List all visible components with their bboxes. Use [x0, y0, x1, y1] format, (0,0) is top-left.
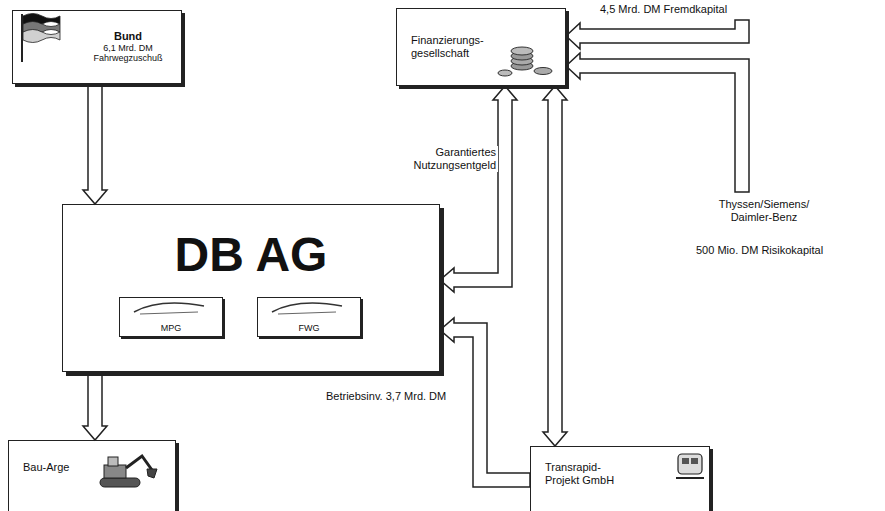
box-note: 6,1 Mrd. DM Fahrwegzuschuß	[83, 43, 173, 64]
train-window	[682, 458, 689, 464]
excavator-track	[100, 478, 140, 487]
sub-box: FWG	[257, 297, 361, 337]
process-box: DB AG MPG FWG	[62, 204, 440, 372]
box-title: Bau-Arge	[23, 461, 69, 474]
flow-arrow	[83, 372, 107, 440]
flow-arrow	[440, 318, 530, 487]
train-window	[691, 458, 698, 464]
flow-arrow	[440, 86, 517, 292]
coin	[511, 47, 533, 55]
excavator-body	[104, 465, 126, 478]
process-box: Bau-Arge	[8, 440, 176, 511]
inflow-arrow	[566, 53, 749, 192]
box-title: Bund	[114, 30, 142, 43]
inflow-arrow	[566, 20, 749, 49]
edge-label: Garantiertes Nutzungsentgeld	[382, 146, 498, 172]
capital-label: Thyssen/Siemens/ Daimler-Benz	[696, 198, 832, 224]
edge-label: Betriebsinv. 3,7 Mrd. DM	[324, 390, 448, 403]
mpg-logo	[140, 312, 198, 314]
box-title: Transrapid- Projekt GmbH	[545, 461, 637, 486]
excavator-cab	[108, 457, 118, 466]
flow-arrow	[83, 84, 107, 204]
box-title: Finanzierungs- gesellschaft	[411, 34, 501, 59]
box-title: FWG	[299, 323, 320, 333]
flag-stripe	[23, 30, 60, 43]
fwg-logo	[278, 312, 336, 314]
process-box: Transrapid- Projekt GmbH	[530, 446, 710, 511]
train-guideway	[676, 477, 704, 479]
excavator-arm	[126, 456, 152, 470]
box-title: DB AG	[175, 227, 328, 282]
mpg-logo	[134, 303, 204, 312]
fwg-logo	[272, 303, 342, 312]
capital-label: 500 Mio. DM Risikokapital	[694, 244, 825, 257]
coin	[498, 70, 512, 76]
box-title: MPG	[161, 323, 182, 333]
sub-box: MPG	[119, 297, 223, 337]
train-icon	[678, 454, 702, 474]
capital-label: 4,5 Mrd. DM Fremdkapital	[598, 3, 729, 16]
coin	[534, 68, 552, 75]
flow-arrow	[543, 86, 567, 446]
process-box: Bund6,1 Mrd. DM Fahrwegzuschuß	[12, 10, 182, 84]
excavator-bucket	[147, 469, 157, 478]
process-box: Finanzierungs- gesellschaft	[396, 8, 566, 86]
